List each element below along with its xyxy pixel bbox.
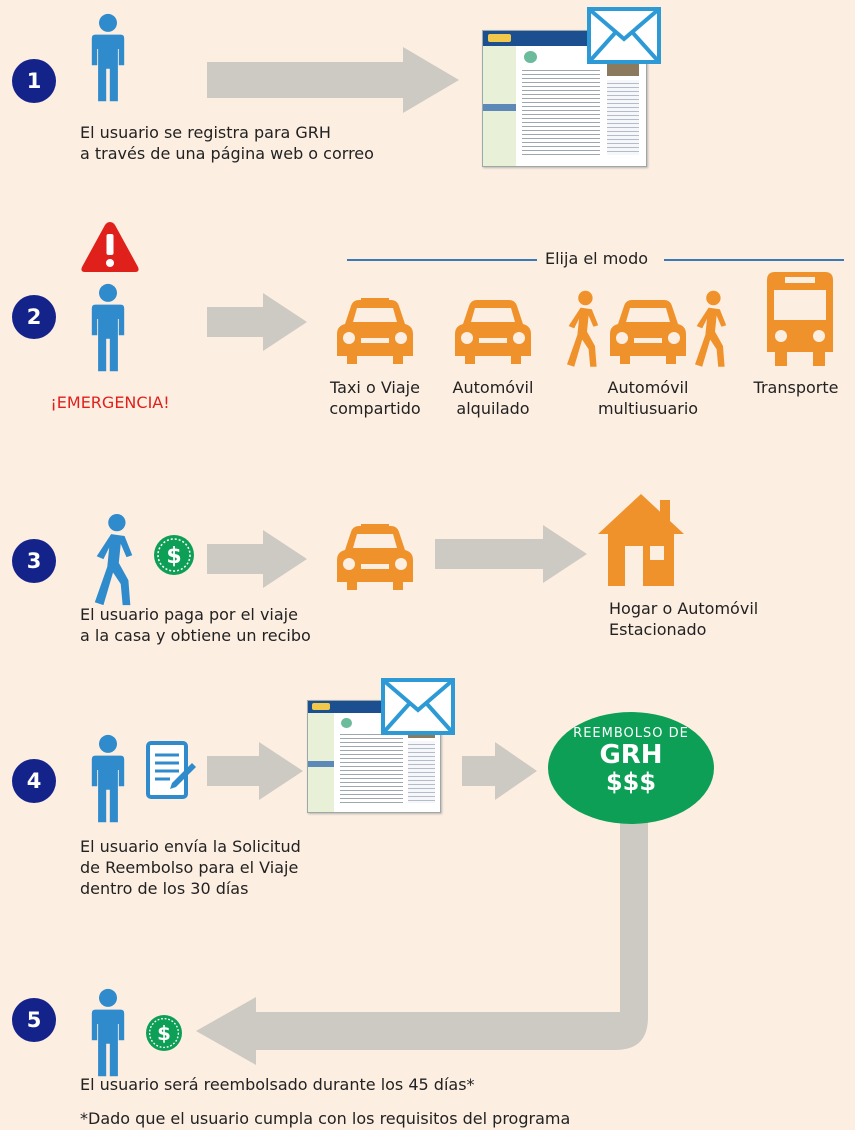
envelope-icon [381,678,455,735]
arrow-right-icon [207,293,307,351]
footnote: *Dado que el usuario cumpla con los requ… [80,1109,571,1128]
svg-text:$: $ [166,544,181,569]
arrow-right-icon [207,742,303,800]
envelope-icon [587,7,661,64]
mode-header-line-left [347,259,537,261]
person-icon [90,282,126,374]
form-icon [146,741,196,799]
arrow-right-icon [207,47,459,113]
mode-label-carshare: Automóvil multiusuario [597,378,699,418]
step-number-2: 2 [12,295,56,339]
walking-person-icon [90,513,138,609]
step-3-text: El usuario paga por el viaje a la casa y… [80,605,311,645]
badge-line-1: REEMBOLSO DE [573,726,689,741]
arrow-right-icon [207,530,307,588]
mode-header: Elija el modo [545,249,649,268]
svg-text:$: $ [157,1022,171,1045]
mode-label-rental: Automóvil alquilado [452,378,534,418]
emergency-label: ¡EMERGENCIA! [50,393,170,412]
taxi-icon [335,524,415,594]
badge-line-3: $$$ [605,768,657,796]
person-icon [90,987,126,1079]
step-1-text: El usuario se registra para GRH a través… [80,123,374,163]
step-number-1: 1 [12,59,56,103]
destination-label: Hogar o Automóvil Estacionado [609,599,759,639]
step-5-text: El usuario será reembolsado durante los … [80,1075,475,1094]
badge-line-2: GRH [599,740,663,770]
step-number-5: 5 [12,998,56,1042]
house-icon [598,494,684,586]
step-number-3: 3 [12,539,56,583]
person-icon [90,12,126,104]
mode-header-line-right [664,259,844,261]
step-4-text: El usuario envía la Solicitud de Reembol… [80,837,301,898]
dollar-coin-icon: $ [146,1015,182,1051]
step-number-4: 4 [12,759,56,803]
dollar-coin-icon: $ [154,535,194,575]
taxi-icon [335,298,415,368]
bus-icon [767,272,833,366]
reimbursement-badge: REEMBOLSO DE GRH $$$ [548,712,714,824]
arrow-right-icon [435,525,587,583]
car-icon [453,298,533,368]
warning-icon [81,222,139,272]
mode-label-taxi: Taxi o Viaje compartido [329,378,421,418]
person-icon [90,733,126,825]
arrow-right-icon [462,742,537,800]
mode-label-transit: Transporte [753,378,839,397]
return-arrow [196,795,648,1065]
carpool-icon [563,290,733,370]
